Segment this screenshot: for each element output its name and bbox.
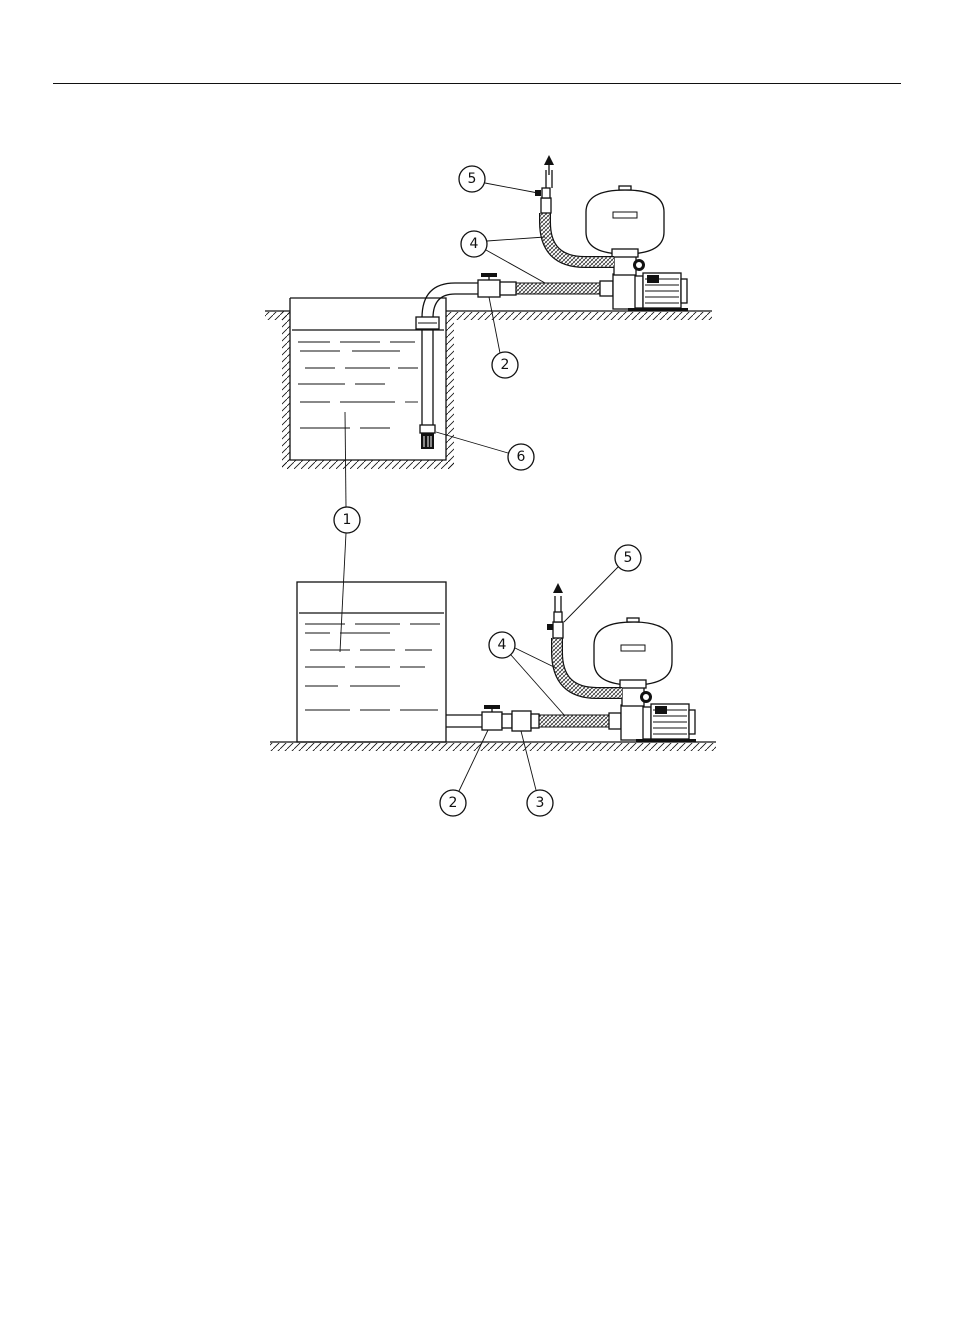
- callout-2-upper: 2: [489, 297, 518, 378]
- callout-2-lower: 2: [440, 730, 488, 816]
- check-valve-lower: [502, 711, 539, 731]
- svg-text:2: 2: [449, 795, 458, 811]
- svg-text:4: 4: [470, 236, 479, 252]
- svg-text:3: 3: [536, 795, 545, 811]
- callout-5-upper: 5: [459, 166, 538, 193]
- lower-installation: 5 4 2 3: [270, 545, 716, 816]
- svg-text:2: 2: [501, 357, 510, 373]
- upper-installation: 5 4 2 6: [265, 155, 712, 470]
- tank-outlet-pipe: [446, 715, 482, 727]
- pump-lower: [621, 687, 696, 742]
- pressure-vessel-lower: [594, 618, 672, 688]
- svg-text:4: 4: [498, 637, 507, 653]
- ground-surface-lower: [270, 742, 716, 751]
- callout-5-lower: 5: [564, 545, 641, 622]
- svg-text:6: 6: [517, 449, 526, 465]
- svg-text:1: 1: [343, 512, 352, 528]
- surface-tank: [297, 582, 446, 742]
- callout-4-upper: 4: [461, 231, 545, 283]
- delivery-valve-lower: [547, 583, 563, 638]
- gate-valve-upper: [478, 273, 516, 297]
- svg-text:5: 5: [624, 550, 633, 566]
- flex-hose-suction-upper: [516, 281, 613, 296]
- callout-1: 1: [334, 412, 360, 652]
- flex-hose-suction-lower: [539, 713, 621, 729]
- delivery-valve-upper: [535, 155, 554, 213]
- pump-upper: [613, 256, 688, 311]
- svg-text:5: 5: [468, 171, 477, 187]
- gate-valve-lower: [482, 705, 502, 730]
- pressure-vessel-upper: [586, 186, 664, 257]
- ground-surface-upper: [265, 311, 712, 320]
